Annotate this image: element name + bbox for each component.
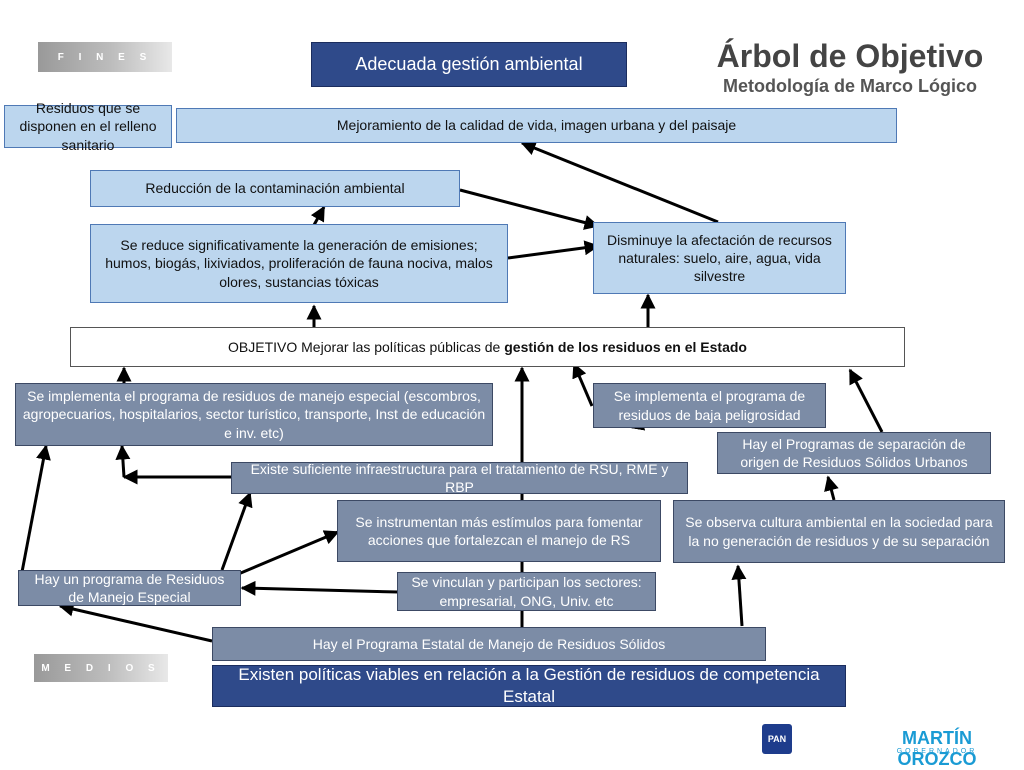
arrow: [572, 362, 594, 407]
infraestructura-text: Existe suficiente infraestructura para e…: [250, 460, 669, 495]
objetivo-text: OBJETIVO Mejorar las políticas públicas …: [228, 338, 747, 356]
mejoramiento-box: Mejoramiento de la calidad de vida, imag…: [176, 108, 897, 143]
emisiones-text: Se reduce significativamente la generaci…: [105, 237, 493, 290]
page-subtitle: Metodología de Marco Lógico: [722, 76, 977, 96]
residuos-relleno-text: Residuos que se disponen en el relleno s…: [19, 100, 157, 153]
sectores-text: Se vinculan y participan los sectores: e…: [411, 574, 642, 609]
programa-rme-text: Hay un programa de Residuos de Manejo Es…: [34, 570, 225, 605]
disminuye-box: Disminuye la afectación de recursos natu…: [593, 222, 846, 294]
fin-top-box: Adecuada gestión ambiental: [311, 42, 627, 87]
manejo-especial-prog-text: Se implementa el programa de residuos de…: [22, 388, 486, 441]
arrow: [115, 444, 131, 478]
arrow: [824, 475, 839, 501]
sectores-box: Se vinculan y participan los sectores: e…: [397, 572, 656, 611]
arrow: [20, 444, 51, 573]
fines-tag: F I N E S: [38, 42, 172, 72]
estimulos-text: Se instrumentan más estímulos para fomen…: [355, 513, 643, 548]
objetivo-bold: gestión de los residuos en el Estado: [504, 338, 747, 355]
fin-top-text: Adecuada gestión ambiental: [355, 53, 583, 74]
emisiones-box: Se reduce significativamente la generaci…: [90, 224, 508, 303]
politicas-text: Existen políticas viables en relación a …: [238, 664, 820, 706]
arrow: [507, 240, 600, 260]
programa-estatal-text: Hay el Programa Estatal de Manejo de Res…: [312, 635, 666, 652]
brand-role: GOBERNADOR: [896, 748, 978, 755]
page-title: Árbol de Objetivo: [716, 38, 984, 74]
mejoramiento-text: Mejoramiento de la calidad de vida, imag…: [336, 117, 737, 134]
separacion-origen-text: Hay el Programas de separación de origen…: [740, 435, 968, 470]
manejo-especial-prog-box: Se implementa el programa de residuos de…: [15, 383, 493, 446]
arrow: [459, 188, 600, 230]
programa-estatal-box: Hay el Programa Estatal de Manejo de Res…: [212, 627, 766, 661]
objetivo-prefix: OBJETIVO Mejorar las políticas públicas …: [228, 338, 505, 355]
baja-peligrosidad-text: Se implementa el programa de residuos de…: [613, 388, 806, 423]
programa-rme-box: Hay un programa de Residuos de Manejo Es…: [18, 570, 241, 606]
arrow: [310, 205, 326, 226]
reduccion-text: Reducción de la contaminación ambiental: [145, 180, 405, 197]
baja-peligrosidad-box: Se implementa el programa de residuos de…: [593, 383, 826, 428]
reduccion-box: Reducción de la contaminación ambiental: [90, 170, 460, 207]
pan-logo: PAN: [762, 724, 792, 754]
arrow: [240, 580, 399, 596]
residuos-relleno-box: Residuos que se disponen en el relleno s…: [4, 100, 172, 153]
brand-name: MARTÍN OROZCO: [897, 728, 977, 769]
arrow: [220, 491, 253, 571]
disminuye-text: Disminuye la afectación de recursos natu…: [607, 231, 832, 285]
separacion-origen-box: Hay el Programas de separación de origen…: [717, 432, 991, 474]
estimulos-box: Se instrumentan más estímulos para fomen…: [337, 500, 661, 562]
arrow: [235, 530, 340, 577]
medios-tag: M E D I O S: [34, 654, 168, 682]
infraestructura-box: Existe suficiente infraestructura para e…: [231, 460, 688, 495]
objetivo-box: OBJETIVO Mejorar las políticas públicas …: [70, 327, 905, 367]
politicas-box: Existen políticas viables en relación a …: [212, 665, 846, 707]
arrow: [731, 564, 747, 627]
cultura-box: Se observa cultura ambiental en la socie…: [673, 500, 1005, 563]
arrow: [58, 601, 213, 643]
arrow: [520, 141, 719, 224]
cultura-text: Se observa cultura ambiental en la socie…: [685, 514, 993, 549]
arrow: [848, 368, 884, 433]
